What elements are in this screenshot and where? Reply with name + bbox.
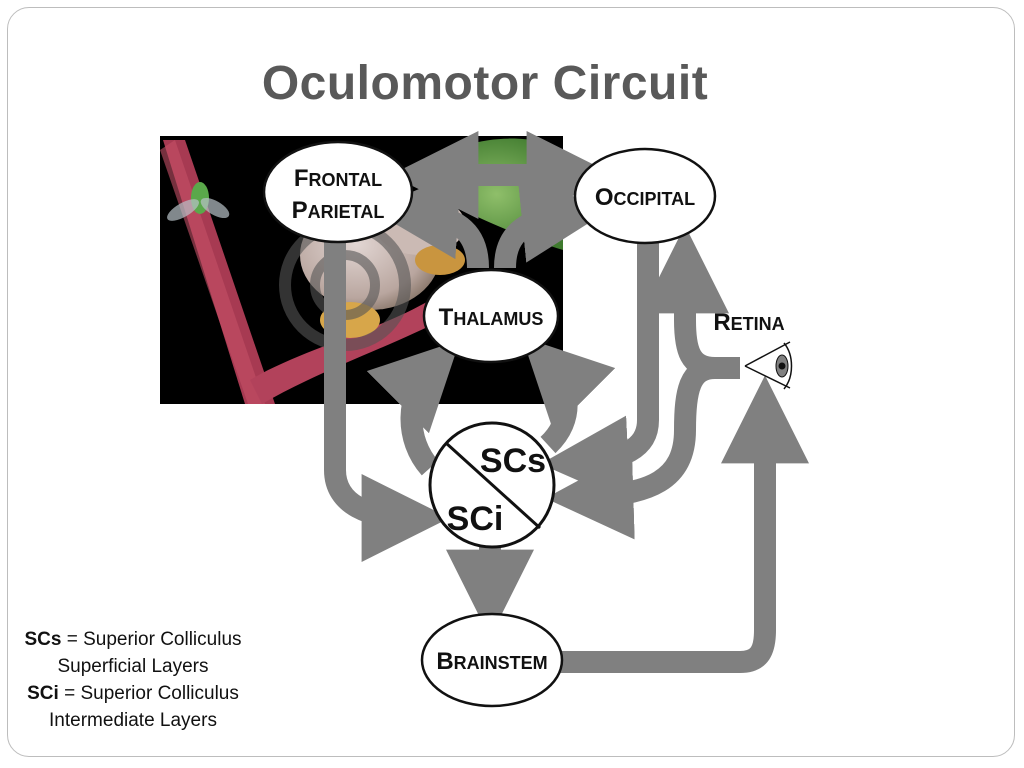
frontal-label: FRONTAL bbox=[294, 165, 382, 192]
arrow-sc-to-thalamus-right bbox=[522, 336, 616, 454]
scs-label: SCs bbox=[480, 442, 546, 480]
arrow-occipital-to-scs bbox=[540, 240, 659, 504]
arrow-thalamus-to-frontal bbox=[370, 171, 489, 269]
node-thalamus: THALAMUS bbox=[422, 268, 560, 364]
legend-scs-line-2: Superficial Layers bbox=[57, 656, 209, 677]
retina-label: RETINA bbox=[713, 309, 784, 336]
node-frontal-parietal: FRONTAL PARIETAL bbox=[262, 140, 414, 244]
node-occipital: OCCIPITAL bbox=[573, 147, 717, 245]
brainstem-label: BRAINSTEM bbox=[436, 648, 547, 675]
arrow-brainstem-to-eye bbox=[560, 375, 809, 673]
legend-sci-line-2: Intermediate Layers bbox=[49, 710, 217, 731]
legend: SCs = Superior Colliculus Superficial La… bbox=[18, 626, 248, 734]
legend-scs-line-1: SCs = Superior Colliculus bbox=[24, 629, 242, 650]
legend-sci-abbr: SCi bbox=[27, 683, 59, 704]
occipital-label: OCCIPITAL bbox=[595, 184, 695, 211]
legend-sci-line-1: SCi = Superior Colliculus bbox=[27, 683, 239, 704]
thalamus-label: THALAMUS bbox=[439, 304, 544, 331]
node-brainstem: BRAINSTEM bbox=[420, 612, 564, 708]
eye-icon bbox=[744, 341, 793, 390]
parietal-label: PARIETAL bbox=[292, 197, 385, 224]
legend-scs-abbr: SCs bbox=[24, 629, 62, 650]
arrow-sc-to-thalamus-left bbox=[366, 339, 460, 476]
sci-label: SCi bbox=[447, 500, 504, 538]
arrow-frontal-to-sci bbox=[324, 240, 450, 562]
node-superior-colliculus: SCs SCi bbox=[428, 421, 556, 549]
slide-title: Oculomotor Circuit bbox=[261, 57, 709, 110]
arrow-retina-to-sc bbox=[545, 357, 716, 540]
